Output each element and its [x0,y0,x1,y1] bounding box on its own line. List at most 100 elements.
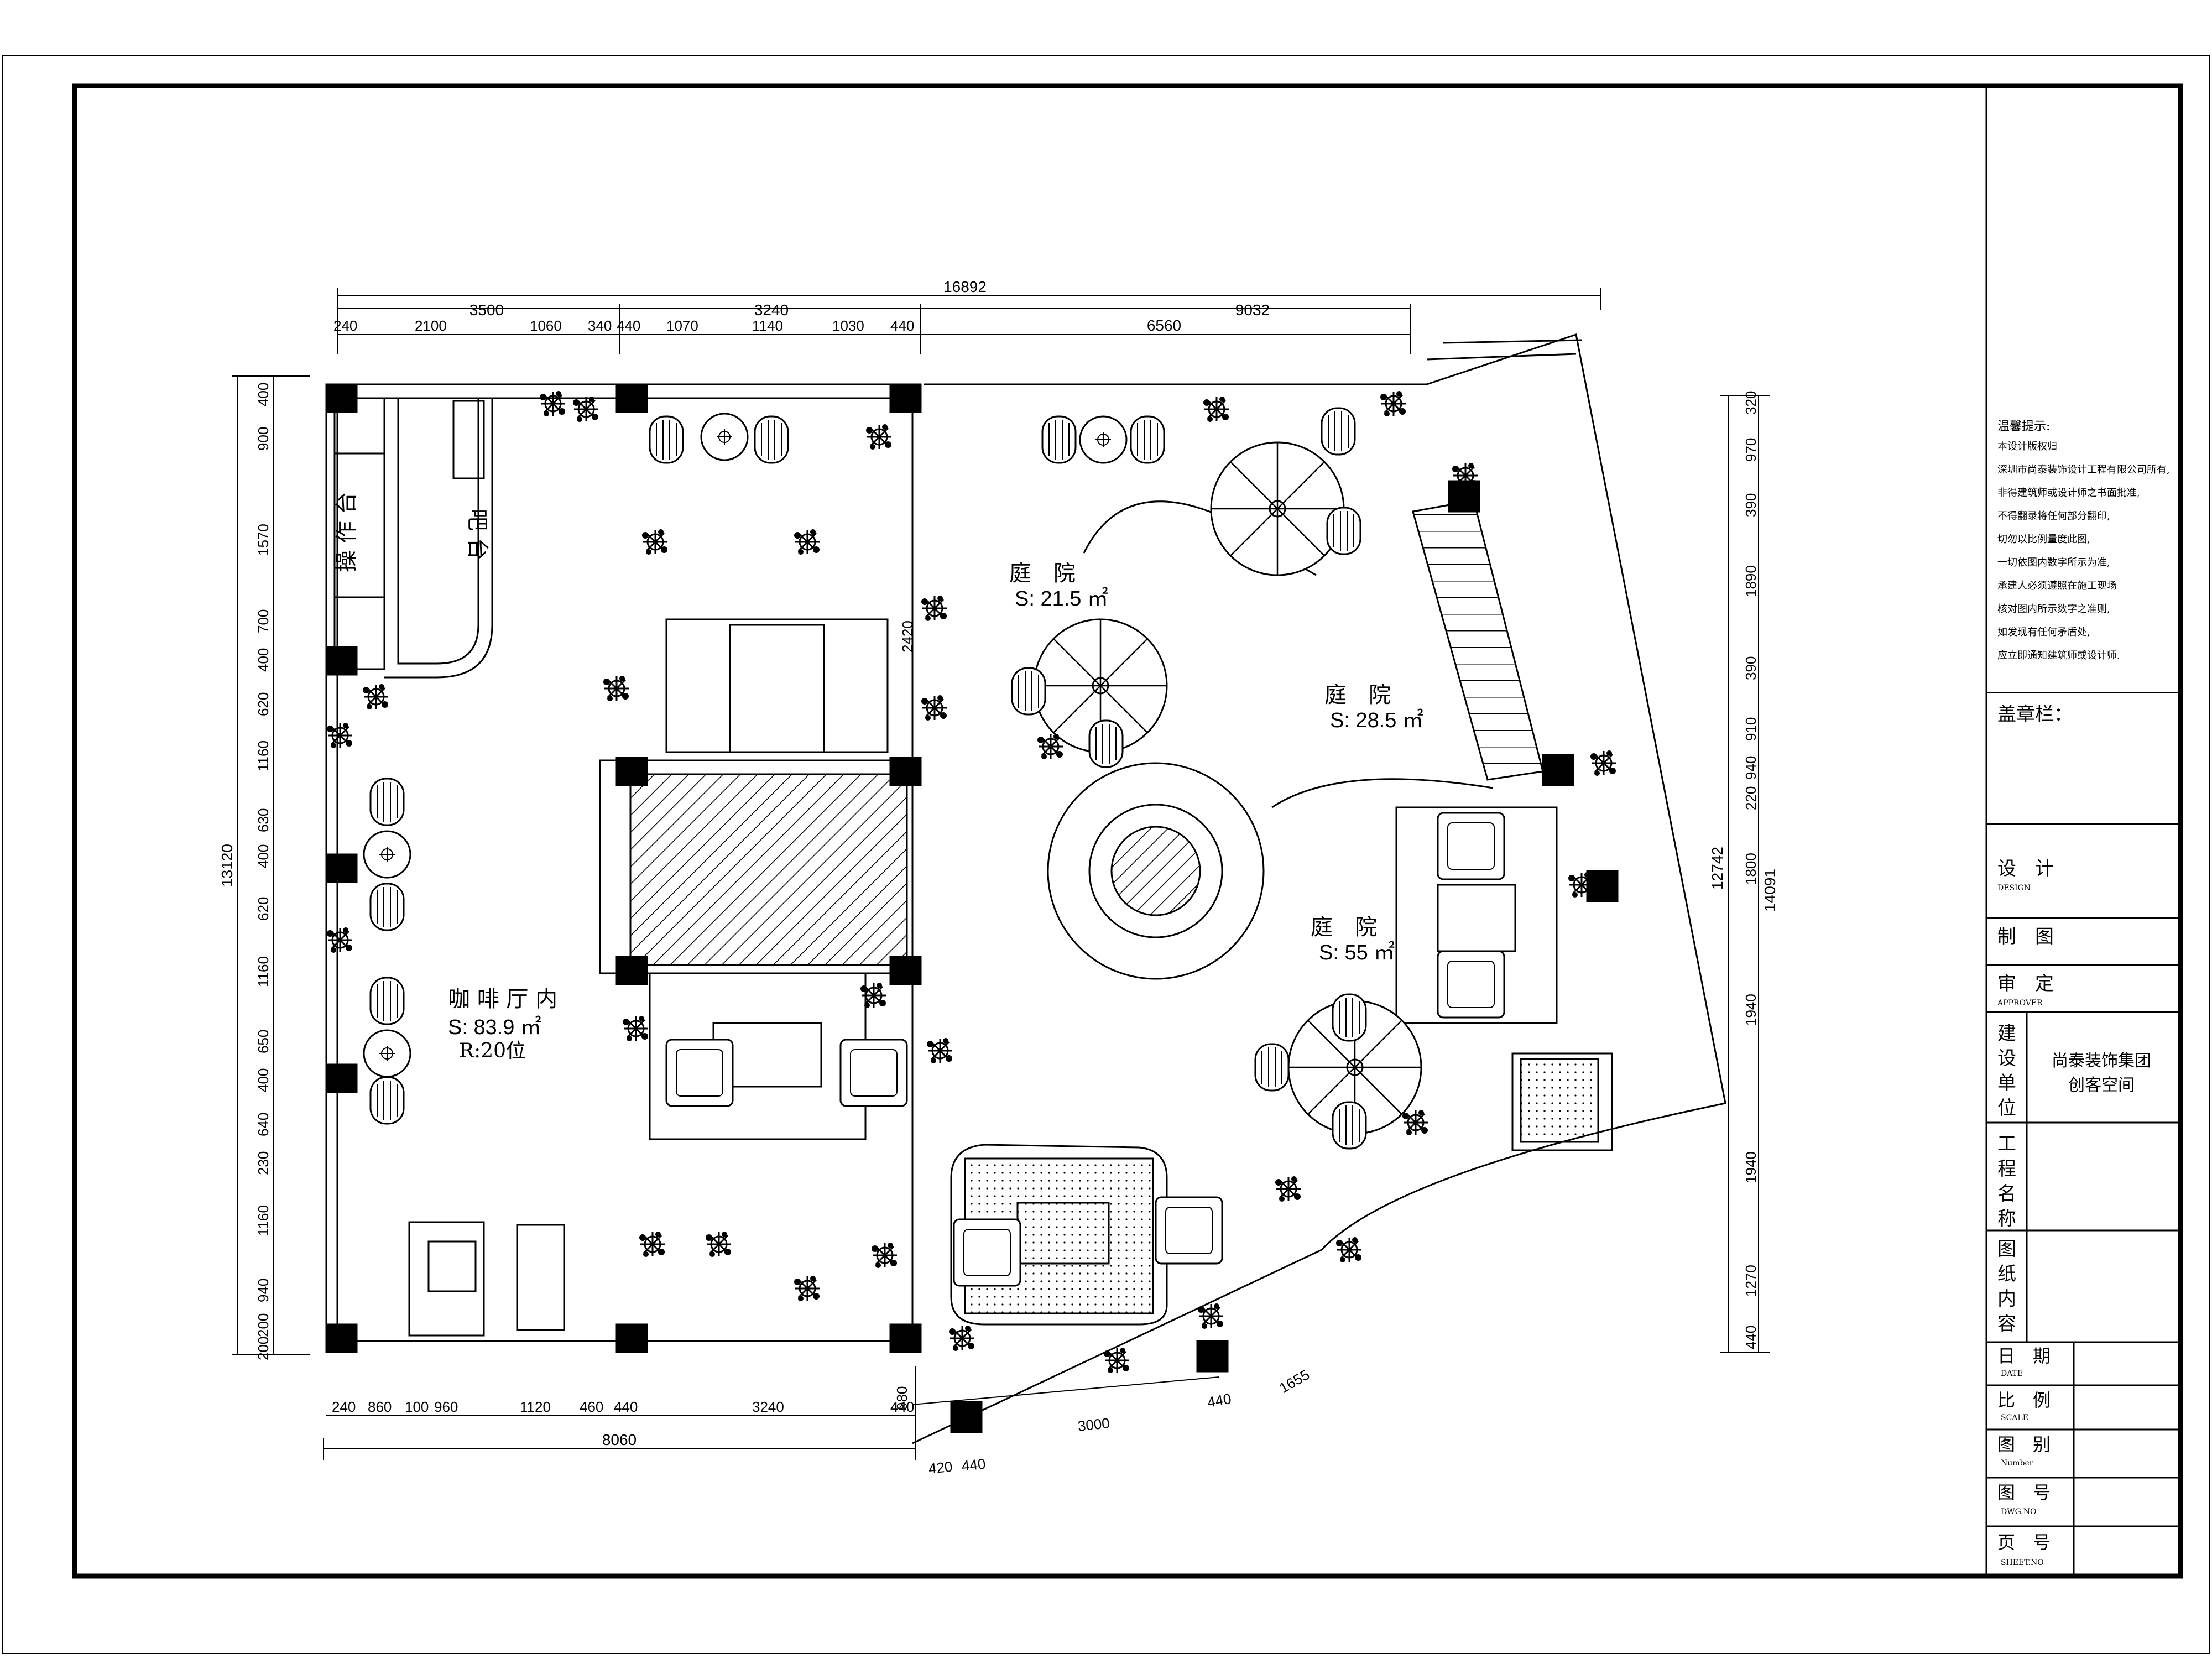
dim-right-seg: 1270 [1743,1265,1759,1297]
dim-right-total2: 14091 [1761,869,1778,912]
plant-icon [1103,1347,1130,1374]
plant-icon [948,1324,975,1352]
dim-bottom-right-d: 440 [1206,1390,1233,1411]
column [1196,1340,1229,1373]
furniture [363,407,1505,1287]
content-label-char: 内 [1997,1288,2016,1310]
notes-title: 温馨提示: [1997,420,2050,434]
dim-bottom-seg: 460 [580,1399,603,1415]
courtyard-area: S: 28.5 ㎡ [1330,709,1423,732]
dim-right-seg: 390 [1743,493,1759,517]
column [325,1063,358,1093]
note-line: 应立即通知建筑师或设计师. [1997,650,2120,661]
dim-right-seg: 220 [1743,786,1759,810]
left-segment-labels: 400 900 1570 700 400 620 1160 630 400 62… [255,383,272,1360]
dim-bottom-right-c: 1655 [1276,1366,1312,1396]
dim-bottom-right-b: 440 [961,1455,986,1474]
plant-icon [539,390,566,418]
dim-bottom-seg: 960 [434,1399,458,1415]
fire-pit-seating [1047,762,1265,980]
dim-right-seg: 1890 [1743,565,1759,597]
dim-left-seg: 700 [255,609,272,633]
date-label: 日 期 [1997,1345,2051,1366]
courtyard-area: S: 55 ㎡ [1319,941,1395,964]
plant-icon [602,675,630,702]
dim-left-seg: 1160 [255,956,272,987]
dim-left-seg: 400 [255,648,272,672]
right-dimensions [1720,395,1770,1353]
column [1542,754,1574,786]
room-labels: 吧 台 操 作 台 咖 啡 厅 内 S: 83.9 ㎡ R:20位 庭 院 S:… [334,492,1423,1062]
column [325,853,358,883]
client-name: 尚泰装饰集团 [2052,1051,2151,1071]
lounge-area [950,1144,1168,1326]
dim-right-seg: 440 [1743,1326,1759,1349]
review-label-en: APPROVER [1997,999,2043,1008]
drawing-label: 制 图 [1997,926,2054,948]
sofa-seat [665,1039,734,1107]
dim-bottom-right-b: 420 [927,1458,953,1477]
client-label-char: 单 [1997,1072,2016,1094]
courtyard-name: 庭 院 [1311,915,1377,940]
chair [1011,667,1046,716]
chair [649,415,684,464]
dim-bottom-seg: 1120 [520,1399,551,1415]
plant-icon [1401,1109,1429,1136]
column [615,383,648,413]
category-label: 图 别 [1997,1434,2051,1455]
dim-bottom-seg: 3240 [752,1399,784,1415]
top-dimensions [337,288,1601,354]
right-segment-labels: 320 970 390 1890 390 910 940 220 1800 19… [1743,391,1759,1349]
courtyard-area: S: 21.5 ㎡ [1015,587,1108,611]
dim-bottom-total: 8060 [602,1431,637,1448]
dim-top-right: 9032 [1235,301,1270,319]
plant-icon [1335,1236,1363,1264]
notes-block: 温馨提示: 本设计版权归 深圳市尚泰装饰设计工程有限公司所有, 非得建筑师或设计… [1997,420,2170,661]
dim-left-seg: 630 [255,808,272,832]
column [615,757,648,786]
sheet-no-label-en: SHEET.NO [2001,1558,2044,1567]
plant-icon [1567,871,1595,899]
dim-top-seg: 440 [890,317,914,334]
dim-bottom-extra: 980 [894,1386,910,1410]
plant-icon [638,1230,666,1258]
left-dimensions [232,375,310,1355]
dim-left-seg: 900 [255,427,272,451]
dim-left-seg: 200 [255,1337,272,1360]
chair [1254,1043,1290,1092]
plant-icon [926,1037,953,1065]
chair [369,1076,405,1125]
chair [1332,993,1367,1042]
content-label-char: 纸 [1997,1263,2016,1285]
dim-left-seg: 640 [255,1113,272,1136]
project-label-char: 工 [1997,1133,2016,1155]
dim-left-seg: 1570 [255,524,272,556]
courtyard-name: 庭 院 [1009,561,1076,586]
plant-icon [622,1015,649,1042]
dim-left-seg: 400 [255,383,272,406]
plant-icon [1036,733,1064,760]
plant-icon [920,694,948,722]
dim-bottom-right-a: 3000 [1077,1415,1110,1434]
round-table [1079,415,1128,464]
dim-left-seg: 940 [255,1279,272,1302]
client-label-char: 位 [1997,1097,2016,1119]
dim-left-seg: 1160 [255,740,272,771]
dim-top-total: 16892 [943,278,987,295]
sofa-seat [1437,812,1505,880]
column [950,1401,983,1433]
plant-icon [793,1275,821,1302]
hatched-core [629,773,908,966]
dim-top-seg: 1140 [752,317,783,334]
project-label-char: 程 [1997,1158,2016,1180]
inner-border [72,83,2183,1579]
note-line: 如发现有任何矛盾处, [1997,627,2090,638]
plant-icon [865,423,893,451]
plant-icon [859,982,887,1009]
content-label-char: 图 [1997,1238,2016,1260]
chair [754,415,789,464]
plant-icon [362,683,389,711]
dim-right-seg: 940 [1743,756,1759,780]
dwg-no-label-en: DWG.NO [2001,1507,2036,1516]
bar-label: 吧 台 [465,509,490,560]
